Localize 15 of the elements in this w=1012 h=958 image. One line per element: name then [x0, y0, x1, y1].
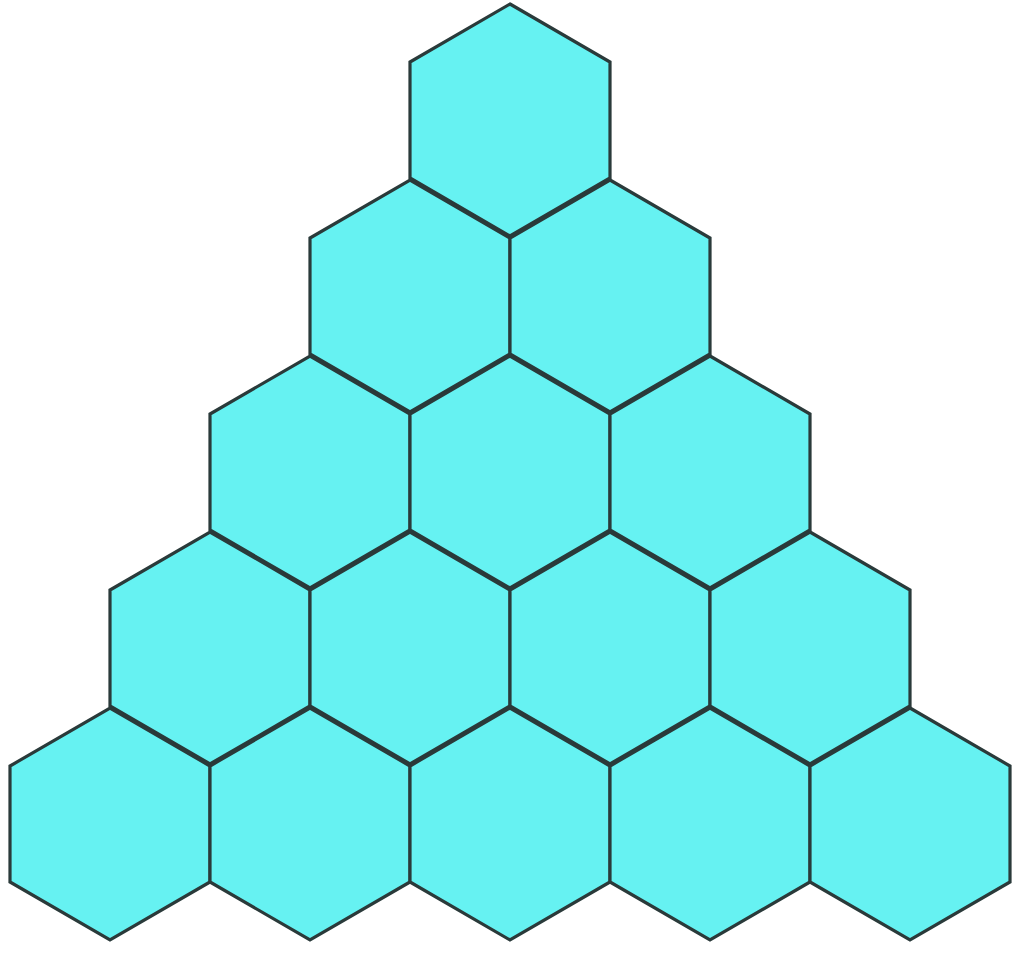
hexagon-tile: [710, 532, 910, 764]
hexagon-tile: [410, 708, 610, 940]
hexagon-tile: [510, 180, 710, 412]
hexagon-tile: [610, 708, 810, 940]
hexagon-tile: [210, 356, 410, 588]
hexagon-tile: [510, 532, 710, 764]
hexagon-tile: [110, 532, 310, 764]
hexagon-tile: [310, 180, 510, 412]
hexagon-tile: [410, 356, 610, 588]
hexagon-tile: [10, 708, 210, 940]
hexagon-tile: [610, 356, 810, 588]
hexagon-tile: [810, 708, 1010, 940]
hexagon-tile: [310, 532, 510, 764]
hexagon-tile: [210, 708, 410, 940]
hexagon-tile: [410, 4, 610, 236]
